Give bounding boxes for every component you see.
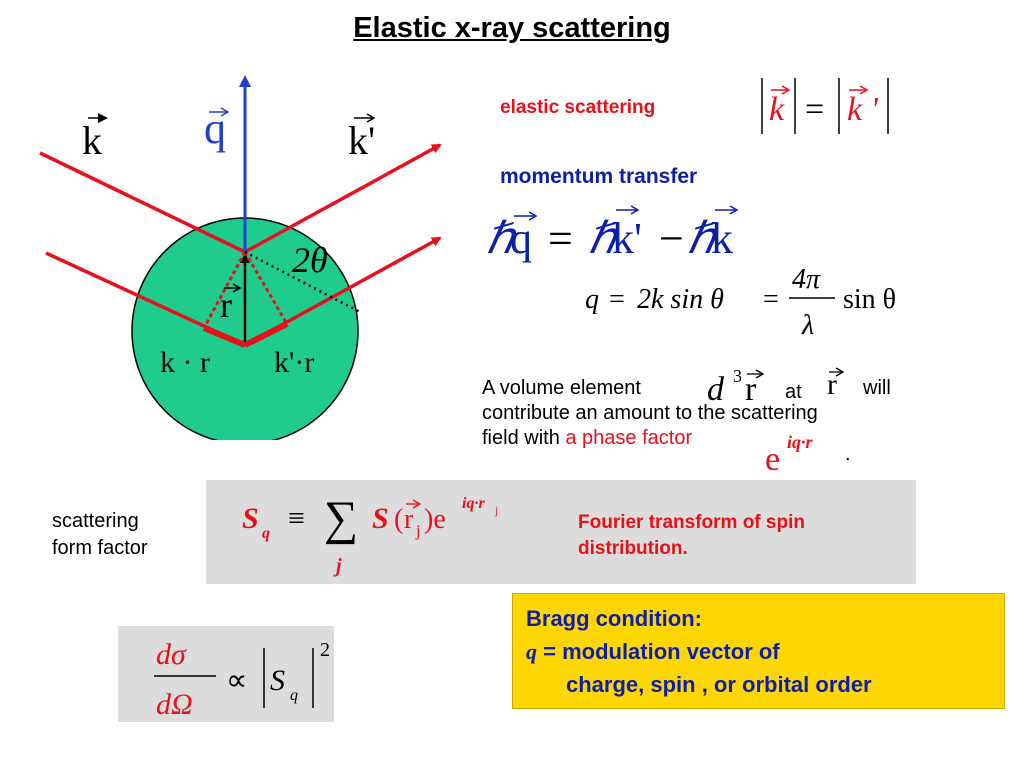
elastic-equation: k = k ' (761, 78, 889, 134)
svg-text:∑: ∑ (324, 492, 358, 545)
svg-text:iq·r: iq·r (787, 432, 814, 452)
svg-text:dΩ: dΩ (156, 688, 193, 721)
cross-section-box (118, 626, 334, 722)
svg-text:ℏ: ℏ (588, 214, 619, 263)
svg-text:λ: λ (801, 310, 814, 341)
svg-text:=: = (548, 214, 573, 263)
svg-text:k ': k ' (847, 91, 879, 128)
svg-text:iq·r: iq·r (462, 495, 485, 512)
form-factor-box (206, 480, 916, 584)
svg-text:sin θ: sin θ (843, 284, 896, 315)
scattered-beam-top (244, 143, 442, 254)
svg-text:k': k' (612, 214, 642, 263)
cross-section-equation: dσ dΩ ∝ S q 2 (154, 638, 330, 721)
path-diff-left (202, 251, 247, 329)
svg-text:q: q (585, 284, 599, 315)
q-equation: q = 2k sin θ = 4π λ sin θ (585, 264, 896, 341)
svg-text:r: r (745, 371, 757, 408)
kprime-label: k' (348, 118, 375, 163)
svg-text:=: = (763, 284, 779, 315)
angle-reference-line (244, 250, 361, 314)
svg-text:r: r (404, 504, 414, 535)
svg-text:2k sin θ: 2k sin θ (637, 284, 724, 315)
two-theta-label: 2θ (292, 240, 328, 280)
svg-text:−: − (659, 214, 684, 263)
svg-text:k: k (711, 214, 733, 263)
svg-text:dσ: dσ (156, 638, 187, 671)
scattering-form-factor-label: scattering form factor (52, 510, 148, 559)
svg-text:q: q (262, 525, 270, 542)
svg-text:S: S (242, 502, 259, 535)
scattering-diagram: k q k' 2θ r k · r k'·r (39, 75, 442, 440)
svg-text:q: q (290, 687, 298, 704)
svg-text:S: S (372, 502, 389, 535)
svg-text:=: = (805, 91, 824, 128)
momentum-transfer-label: momentum transfer (500, 165, 698, 188)
svg-text:r: r (827, 368, 837, 401)
svg-text:ℏ: ℏ (687, 214, 718, 263)
bragg-condition-box (512, 593, 1005, 709)
path-segment-left (202, 325, 247, 348)
will-text: will (863, 377, 891, 399)
svg-text:k: k (769, 91, 785, 128)
volume-element-math: d 3 r at r (707, 366, 845, 408)
r-label: r (220, 285, 232, 325)
volume-element-paragraph: A volume element contribute an amount to… (482, 377, 818, 449)
svg-text:(: ( (394, 504, 403, 535)
incident-beam-top (39, 151, 246, 254)
momentum-equation: ℏ q = ℏ k' − ℏ k (486, 205, 739, 263)
svg-text:=: = (609, 284, 625, 315)
kprime-dot-r-label: k'·r (274, 346, 314, 379)
phase-factor-math: e iq·r . (765, 432, 851, 476)
svg-text:.: . (845, 443, 851, 465)
svg-text:S: S (270, 664, 285, 697)
svg-text:at: at (785, 381, 802, 403)
svg-text:)e: )e (424, 504, 446, 535)
q-label: q (204, 104, 226, 153)
svg-text:≡: ≡ (288, 502, 305, 535)
fourier-transform-note: Fourier transform of spin distribution. (578, 512, 805, 559)
svg-text:q: q (510, 214, 532, 263)
svg-text:2: 2 (320, 639, 330, 661)
svg-text:e: e (765, 441, 780, 476)
svg-text:ℏ: ℏ (486, 214, 517, 263)
slide-title: Elastic x-ray scattering (353, 12, 671, 44)
svg-text:∝: ∝ (226, 664, 247, 697)
form-factor-equation: S q ≡ ∑ j S ( r j )e iq·r j (242, 492, 498, 577)
svg-text:d: d (707, 371, 725, 408)
elastic-scattering-label: elastic scattering (500, 97, 656, 118)
svg-text:j: j (333, 555, 342, 577)
svg-text:j: j (415, 523, 420, 540)
svg-text:4π: 4π (792, 264, 821, 295)
bragg-condition-text: Bragg condition: q = modulation vector o… (526, 606, 872, 697)
svg-text:j: j (494, 503, 498, 517)
k-dot-r-label: k · r (160, 346, 210, 379)
svg-text:3: 3 (733, 366, 742, 386)
k-label: k (82, 118, 102, 163)
path-segment-right (243, 321, 289, 348)
